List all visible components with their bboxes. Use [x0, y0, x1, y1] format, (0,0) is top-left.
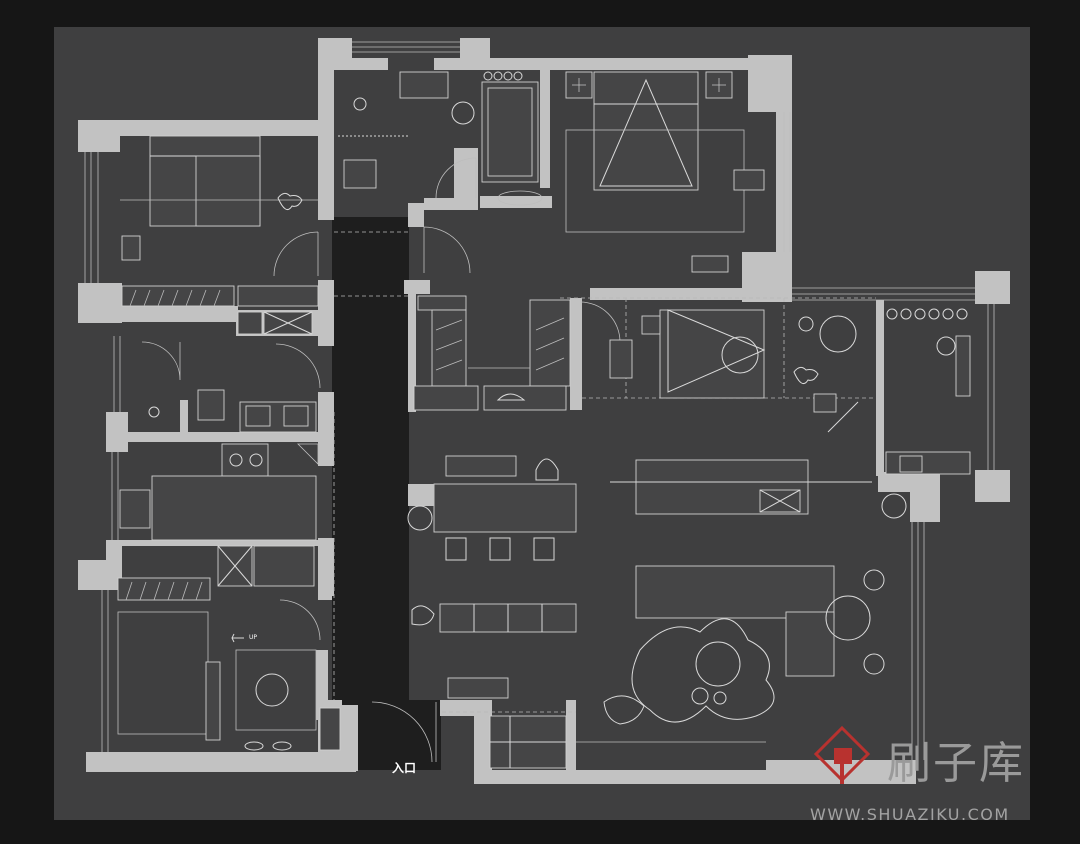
door-swings: [141, 157, 621, 763]
bathroom-right: [881, 308, 971, 519]
watermark-emblem: [813, 725, 871, 784]
dining-area: [407, 455, 577, 699]
living-room: [603, 459, 885, 725]
watermark-url: WWW.SHUAZIKU.COM: [810, 805, 1010, 824]
master-bedroom: [565, 71, 765, 273]
kitchen-left: [119, 389, 319, 587]
bedroom-center-right: [609, 309, 859, 433]
bedroom-top-left: [120, 135, 319, 335]
watermark-brand: 刷子库: [887, 738, 1025, 789]
central-corridor: [332, 217, 441, 770]
exterior-walls: [78, 38, 1010, 784]
stair-up-label: UP: [249, 634, 258, 641]
bedroom-bottom-left: [117, 577, 341, 751]
bottom-storage: [489, 715, 567, 769]
bathroom-top: [338, 71, 543, 206]
walk-in-closet: [413, 295, 571, 411]
window-lines: [84, 41, 995, 760]
entry-label: 入口: [392, 761, 417, 775]
